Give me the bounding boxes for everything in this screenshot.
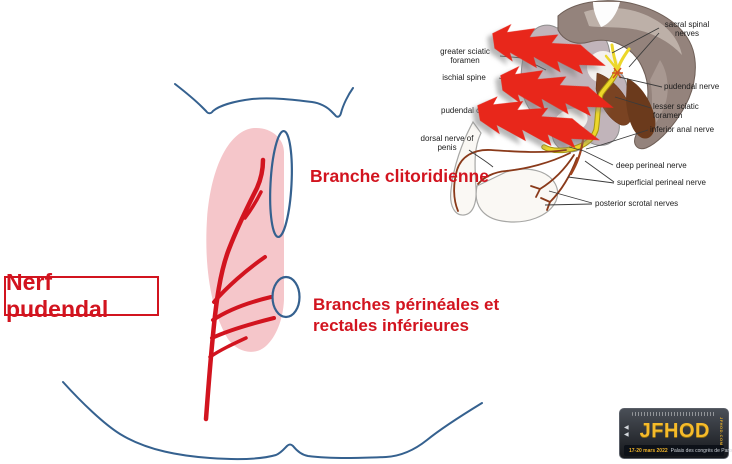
label-dorsal-nerve-of-penis: dorsal nerve of penis [420, 134, 474, 152]
logo-side-text: JFHOD.COM [719, 416, 724, 446]
label-lesser-sciatic-foramen: lesser sciatic foramen [653, 102, 699, 120]
perineum-schematic [62, 83, 483, 460]
title-text: Nerf pudendal [6, 269, 109, 322]
logo-title: JFHOD [639, 420, 710, 443]
sacrotuberous-ligament [626, 78, 656, 139]
perineal-label-line1: Branches périnéales et [313, 295, 500, 314]
logo-footer-bar: 17-20 mars 2022 Palais des congrès de Pa… [624, 445, 732, 456]
logo-main-row: ◀ ◀ JFHOD JFHOD.COM [624, 417, 724, 446]
label-greater-sciatic-foramen: greater sciatic foramen [440, 47, 490, 65]
perineal-branch-circle [271, 275, 301, 319]
label-pudendal-canal: pudendal canal [441, 106, 496, 115]
label-pudendal-nerve: pudendal nerve [664, 82, 720, 91]
logo-fine-print-strip [632, 412, 716, 416]
pink-region [206, 127, 284, 352]
clitoral-branch-label: Branche clitoridienne [310, 166, 489, 186]
soft-tissue-outline [450, 120, 559, 223]
perineal-branches-label: Branches périnéales et rectales inférieu… [313, 294, 499, 336]
logo-dates: 17-20 mars 2022 [629, 447, 668, 454]
logo-arrows-icon: ◀ ◀ [624, 425, 629, 438]
arrow-icon: ◀ [624, 431, 629, 438]
clitoral-branch-ellipse [269, 129, 293, 239]
label-sacral-spinal-nerves: sacral spinal nerves [664, 20, 710, 38]
perineal-label-line2: rectales inférieures [313, 316, 469, 335]
body-outline-top [174, 83, 354, 118]
label-ischial-spine: ischial spine [442, 73, 486, 82]
title-box: Nerf pudendal [4, 269, 159, 322]
label-posterior-scrotal-nerves: posterior scrotal nerves [595, 199, 679, 208]
label-superficial-perineal-nerve: superficial perineal nerve [617, 178, 706, 187]
logo-venue: Palais des congrès de Paris [670, 447, 732, 454]
arrow-icon: ◀ [624, 424, 629, 431]
jfhod-logo: ◀ ◀ JFHOD JFHOD.COM 17-20 mars 2022 Pala… [619, 408, 732, 459]
bone-notch [593, 2, 620, 27]
label-inferior-anal-nerve: inferior anal nerve [650, 125, 715, 134]
pudendal-nerve-branches [203, 157, 276, 422]
body-outline-bottom [62, 381, 483, 460]
label-deep-perineal-nerve: deep perineal nerve [616, 161, 687, 170]
nerve-junction [612, 67, 623, 79]
